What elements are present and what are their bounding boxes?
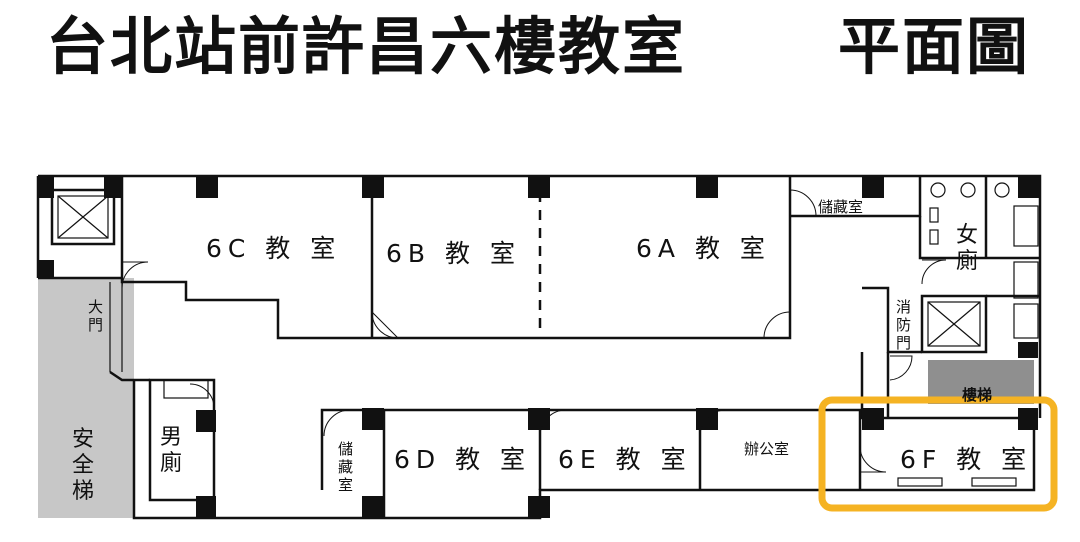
storage-top-label: 儲藏室: [818, 198, 863, 216]
stairwell-label: 樓梯: [962, 386, 992, 404]
storage-left-label: 藏: [338, 458, 353, 476]
room-6d-label: 6D 教 室: [394, 445, 531, 474]
room-6c-label: 6C 教 室: [206, 234, 341, 263]
fire-door-label: 門: [896, 334, 911, 352]
highlight-box-6f: [818, 396, 1058, 512]
plan-title: 平面圖: [838, 10, 1031, 83]
page-title: 台北站前許昌六樓教室: [46, 10, 687, 83]
fire-door-label: 防: [896, 316, 911, 334]
room-6f-label: 6F 教 室: [900, 445, 1032, 474]
womens-restroom-label: 廁: [956, 249, 978, 274]
storage-left-label: 儲: [338, 440, 353, 458]
room-6b-label: 6B 教 室: [386, 239, 521, 268]
mens-restroom-label: 廁: [160, 451, 182, 476]
room-6e-label: 6E 教 室: [558, 445, 692, 474]
room-6a-label: 6A 教 室: [636, 234, 771, 263]
safety-stair-label: 梯: [72, 479, 94, 504]
safety-stair-label: 全: [72, 453, 94, 478]
mens-restroom-label: 男: [160, 425, 182, 450]
main-door-label: 大: [88, 298, 103, 316]
office-label: 辦公室: [744, 440, 789, 458]
fire-door-label: 消: [896, 298, 911, 316]
toilet-fixtures-icon: [929, 182, 1039, 339]
safety-stair-area: [38, 278, 134, 518]
storage-left-label: 室: [338, 476, 353, 494]
main-door-label: 門: [88, 316, 103, 334]
womens-restroom-label: 女: [956, 223, 978, 248]
safety-stair-label: 安: [72, 427, 94, 452]
